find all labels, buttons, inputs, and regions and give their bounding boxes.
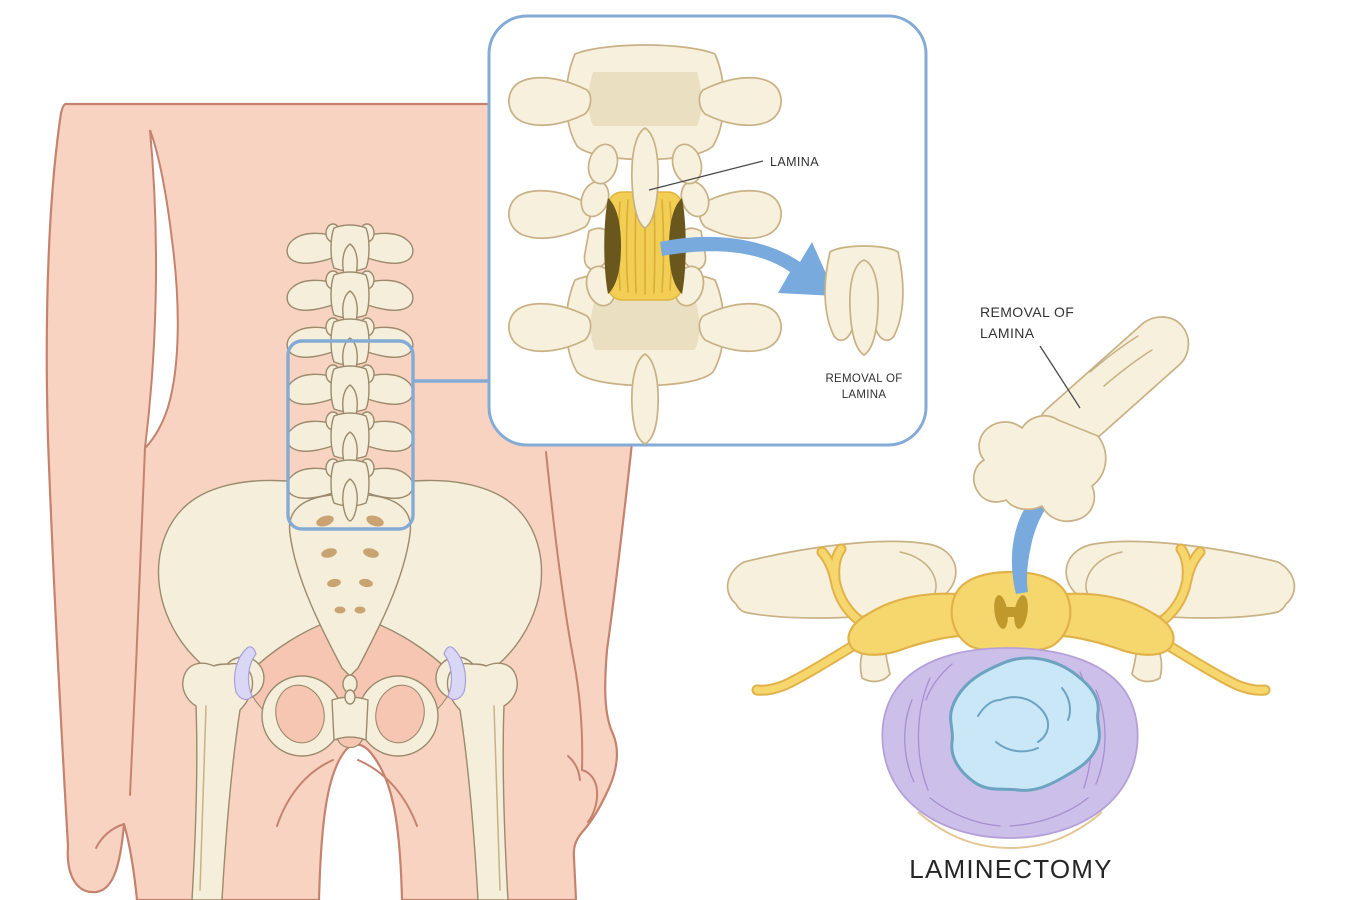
lamina-pointer-line — [648, 160, 764, 191]
zoom-region-rect — [286, 339, 415, 531]
left-arm-inner-line — [129, 447, 146, 796]
skeleton — [157, 223, 543, 900]
lamina-label: LAMINA — [770, 155, 819, 169]
right-hip-cartilage — [443, 646, 467, 701]
inset-removal-caption-line1: REMOVAL OF — [825, 373, 902, 385]
right-gluteal-fold — [357, 759, 418, 827]
floating-lamina-piece — [972, 316, 1190, 523]
nucleus-pulposus — [949, 656, 1101, 792]
left-obturator-foramen — [275, 684, 325, 744]
coccyx-tip — [344, 689, 356, 705]
arm-torso-gap — [143, 129, 179, 451]
figure-title: LAMINECTOMY — [909, 854, 1112, 884]
right-arm-inner-line — [545, 451, 584, 771]
spine-highlight — [286, 339, 490, 531]
pubic-bridge — [331, 696, 369, 741]
gray-matter-butterfly — [994, 595, 1028, 629]
removal-label-line1: REMOVAL OF — [980, 304, 1074, 320]
left-hip-cartilage — [233, 646, 257, 701]
intervertebral-disc — [881, 647, 1139, 850]
right-hand-line — [581, 769, 599, 823]
lamina-window — [604, 191, 686, 301]
inset-vertebra-1 — [508, 44, 782, 229]
removal-pointer-line — [1039, 345, 1081, 409]
inset-removal-caption-line2: LAMINA — [842, 389, 887, 401]
right-obturator-foramen — [375, 684, 425, 744]
sacral-foramina — [316, 515, 384, 614]
left-gluteal-fold — [276, 759, 334, 827]
left-hand-line — [95, 823, 125, 849]
inset-panel: LAMINA REMOVAL OF LAMINA — [487, 14, 928, 447]
cross-section: REMOVAL OF LAMINA LAMINECTOMY — [728, 304, 1295, 884]
right-thumb-line — [567, 755, 581, 781]
removal-arrow-icon — [660, 236, 836, 296]
removed-lamina-piece — [824, 245, 904, 356]
removal-label-line2: LAMINA — [980, 325, 1035, 341]
inset-vertebra-3 — [508, 265, 782, 445]
